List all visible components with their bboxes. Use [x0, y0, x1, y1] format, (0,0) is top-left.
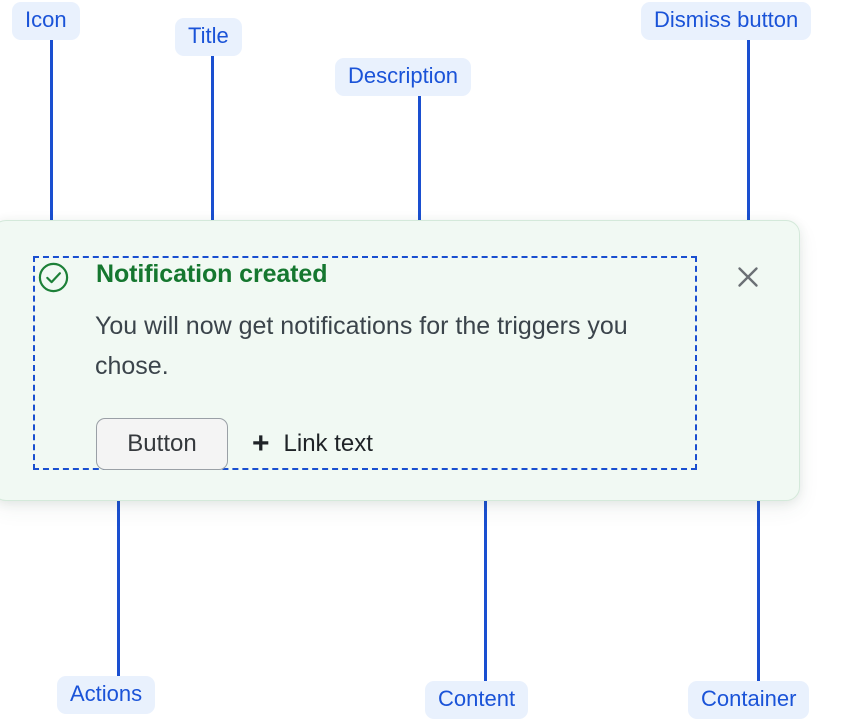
leader-line-content — [484, 470, 487, 681]
action-button[interactable]: Button — [96, 418, 228, 470]
annotation-label-dismiss-button: Dismiss button — [641, 2, 812, 40]
annotation-label-icon: Icon — [12, 2, 80, 40]
notification-description: You will now get notifications for the t… — [95, 312, 628, 380]
success-check-circle-icon — [38, 262, 69, 293]
action-link[interactable]: + Link text — [252, 429, 373, 459]
leader-line-container — [757, 470, 760, 681]
close-x-icon[interactable] — [733, 262, 763, 292]
leader-line-actions — [117, 470, 120, 676]
leader-line-title — [211, 56, 214, 258]
annotation-label-container: Container — [688, 681, 810, 719]
annotation-label-content: Content — [425, 681, 529, 719]
leader-line-icon — [50, 40, 53, 248]
annotation-label-actions: Actions — [57, 676, 156, 714]
annotation-label-title: Title — [175, 18, 242, 56]
notification-actions: Button + Link text — [96, 418, 373, 470]
notification-title: Notification created — [96, 260, 328, 288]
leader-line-dismiss — [747, 40, 750, 248]
plus-icon: + — [252, 427, 270, 460]
action-link-label: Link text — [283, 430, 373, 457]
annotation-label-description: Description — [335, 58, 472, 96]
leader-line-description — [418, 96, 421, 303]
